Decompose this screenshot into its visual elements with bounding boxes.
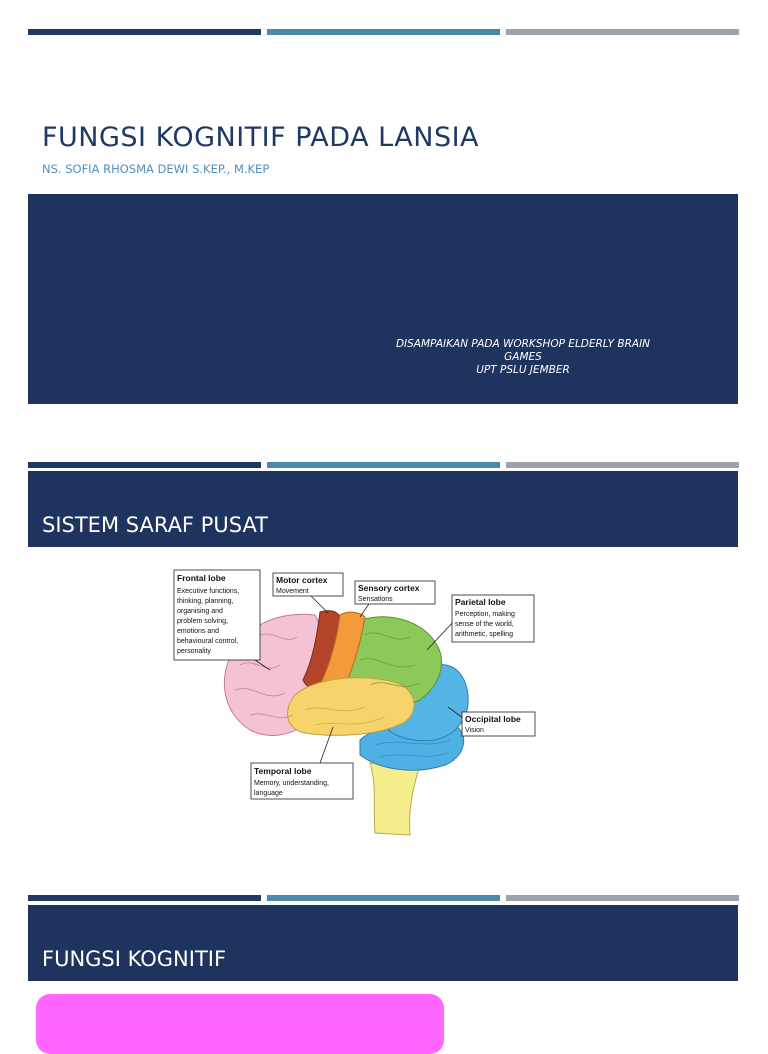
section-header-band: SISTEM SARAF PUSAT bbox=[28, 471, 738, 547]
brainstem-shape bbox=[369, 762, 421, 836]
sensory-cortex-label: Sensory cortex Sensations bbox=[354, 580, 436, 605]
temporal-lobe-shape bbox=[287, 677, 415, 736]
frontal-line: behavioural control, bbox=[177, 638, 238, 645]
content-callout-box bbox=[36, 994, 444, 1054]
occipital-lobe-desc: Vision bbox=[465, 727, 484, 734]
sensory-cortex-desc: Sensations bbox=[358, 596, 393, 603]
parietal-line: arithmetic, spelling bbox=[455, 631, 513, 638]
motor-cortex-title: Motor cortex bbox=[276, 575, 328, 585]
presented-line: GAMES bbox=[504, 351, 542, 363]
occipital-lobe-label: Occipital lobe Vision bbox=[461, 711, 536, 737]
parietal-lobe-label: Parietal lobe Perception, making sense o… bbox=[451, 594, 535, 643]
accent-bar-navy bbox=[28, 895, 261, 901]
slide-title: FUNGSI KOGNITIF PADA LANSIA bbox=[42, 122, 480, 153]
parietal-line: sense of the world, bbox=[455, 621, 514, 628]
temporal-line: language bbox=[254, 790, 283, 797]
accent-bar-gray bbox=[506, 462, 739, 468]
accent-bar-gray bbox=[506, 895, 739, 901]
temporal-lobe-title: Temporal lobe bbox=[254, 766, 312, 776]
frontal-line: emotions and bbox=[177, 628, 219, 635]
frontal-line: personality bbox=[177, 648, 211, 655]
accent-bar-navy bbox=[28, 29, 261, 35]
presented-at-text: DISAMPAIKAN PADA WORKSHOP ELDERLY BRAIN … bbox=[383, 338, 663, 377]
section-title: FUNGSI KOGNITIF bbox=[42, 947, 227, 971]
parietal-lobe-title: Parietal lobe bbox=[455, 597, 506, 607]
frontal-lobe-label: Frontal lobe Executive functions, thinki… bbox=[173, 569, 261, 661]
motor-cortex-label: Motor cortex Movement bbox=[272, 572, 344, 597]
sensory-cortex-title: Sensory cortex bbox=[358, 583, 420, 593]
frontal-line: thinking, planning, bbox=[177, 598, 233, 605]
brain-lobes-diagram: Frontal lobe Executive functions, thinki… bbox=[173, 569, 536, 836]
accent-bar-teal bbox=[267, 462, 500, 468]
accent-bar-teal bbox=[267, 29, 500, 35]
presented-line: UPT PSLU JEMBER bbox=[476, 364, 570, 376]
temporal-line: Memory, understanding, bbox=[254, 780, 329, 787]
temporal-lobe-label: Temporal lobe Memory, understanding, lan… bbox=[250, 762, 354, 800]
section-title: SISTEM SARAF PUSAT bbox=[42, 513, 269, 537]
frontal-lobe-title: Frontal lobe bbox=[177, 573, 226, 583]
accent-bar-teal bbox=[267, 895, 500, 901]
frontal-line: problem solving, bbox=[177, 618, 228, 625]
frontal-line: Executive functions, bbox=[177, 588, 239, 595]
presented-line: DISAMPAIKAN PADA WORKSHOP ELDERLY BRAIN bbox=[395, 338, 651, 350]
accent-bar-navy bbox=[28, 462, 261, 468]
accent-bar-gray bbox=[506, 29, 739, 35]
parietal-line: Perception, making bbox=[455, 611, 515, 618]
title-slide-band: DISAMPAIKAN PADA WORKSHOP ELDERLY BRAIN … bbox=[28, 194, 738, 404]
frontal-line: organising and bbox=[177, 608, 223, 615]
section-header-band: FUNGSI KOGNITIF bbox=[28, 905, 738, 981]
motor-cortex-desc: Movement bbox=[276, 588, 309, 595]
occipital-lobe-title: Occipital lobe bbox=[465, 714, 521, 724]
slide-author: NS. SOFIA RHOSMA DEWI S.KEP., M.KEP bbox=[42, 162, 270, 176]
